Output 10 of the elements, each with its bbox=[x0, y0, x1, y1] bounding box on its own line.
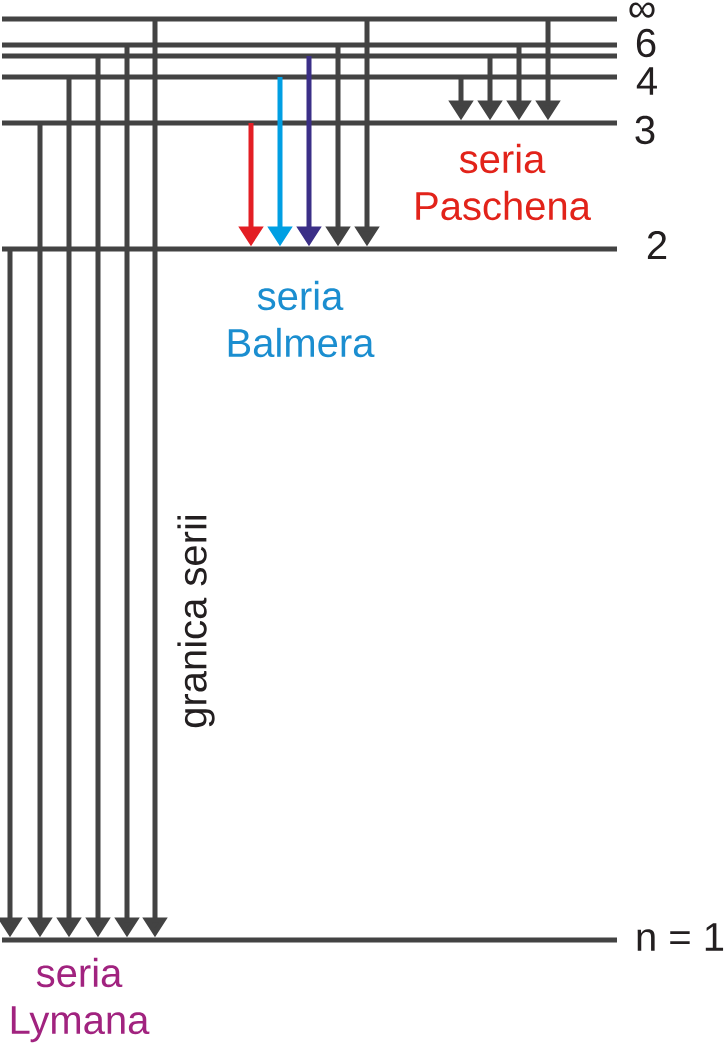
level-label: n = 1 bbox=[637, 923, 724, 951]
series-label: seria Balmera bbox=[228, 280, 375, 358]
level-label: 4 bbox=[636, 67, 657, 95]
series-label: seria Lymana bbox=[11, 957, 150, 1043]
level-label: 2 bbox=[647, 231, 667, 259]
rotated-label: granica serii bbox=[177, 515, 215, 728]
level-label: ∞ bbox=[629, 2, 655, 18]
level-label: 3 bbox=[635, 115, 655, 145]
series-label: seria Paschena bbox=[416, 143, 591, 221]
level-label: 6 bbox=[636, 28, 656, 58]
